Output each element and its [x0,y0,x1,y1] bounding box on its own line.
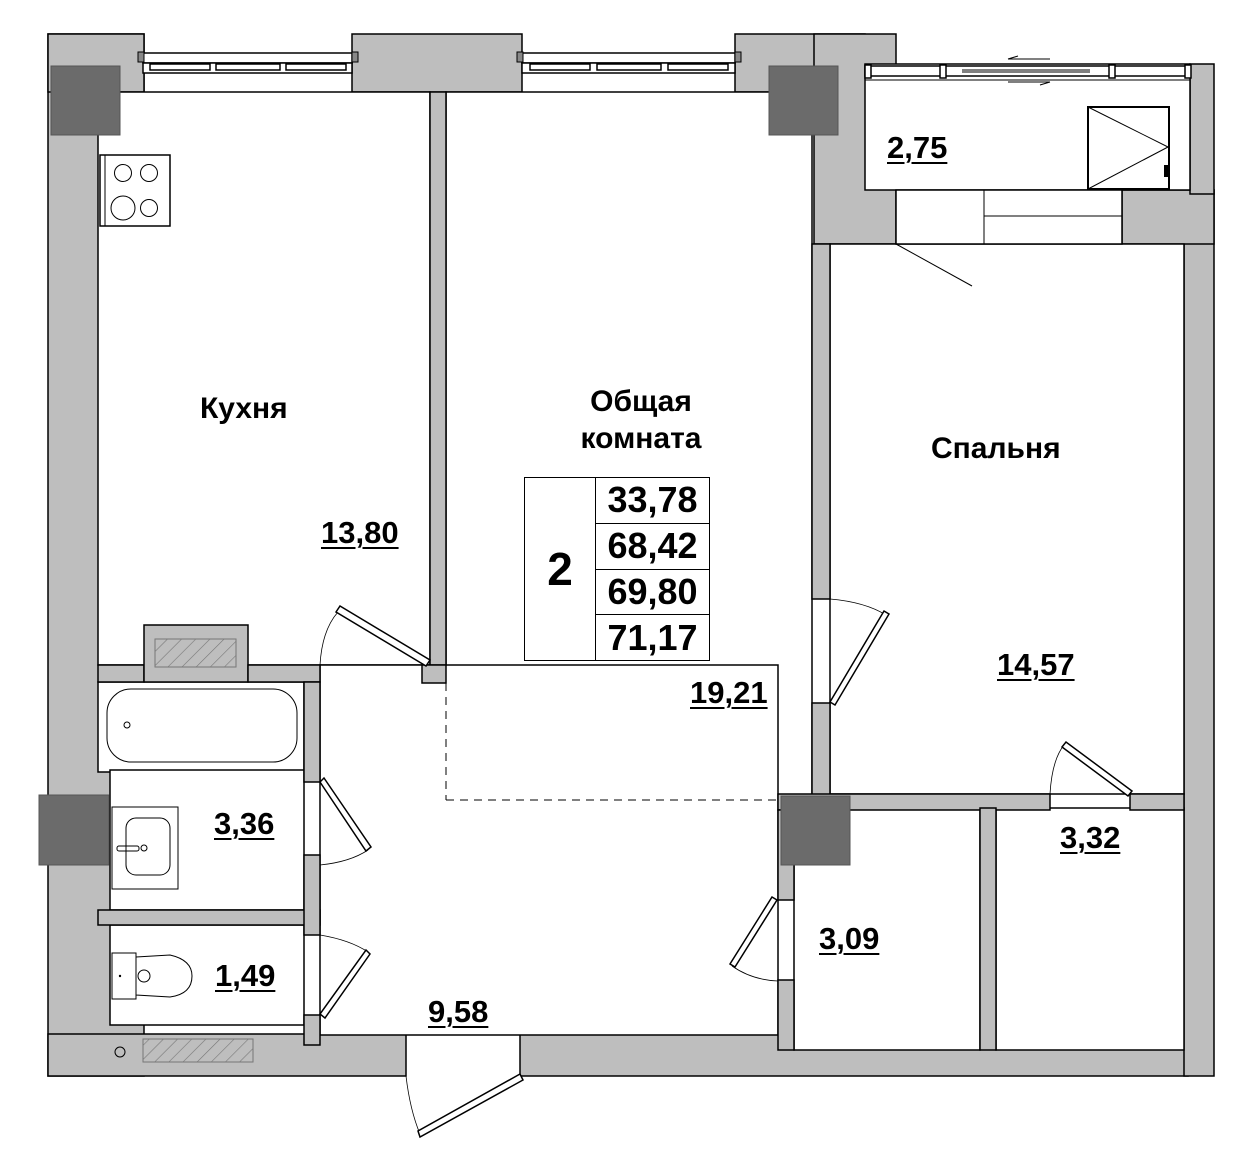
fixtures [99,106,1170,1063]
rooms [97,63,1191,1051]
room-area-bedroom: 14,57 [997,647,1075,682]
window-balcony-sliding [864,55,1192,86]
door-entrance [405,1072,524,1139]
balcony-door-opening [895,189,1123,245]
room-area-balcony: 2,75 [887,130,948,165]
slide-right-arrow-icon [1008,81,1051,86]
summary-area-with-balcony-reduced: 69,80 [596,570,709,616]
column-nw [50,65,121,136]
wall-east [1183,189,1215,1077]
room-area-living-room: 19,21 [690,675,768,710]
room-name-living-room: Общая комната [566,383,716,457]
room-name-living-line2: комната [580,422,702,455]
wall-balcony-right [1121,189,1215,245]
window-living [516,51,742,74]
bedroom-room [829,243,1185,795]
room-name-living-line1: Общая [590,385,692,418]
room-area-hallway: 9,58 [428,994,489,1029]
toilet-icon [111,952,193,1000]
door-storage-left [728,895,779,982]
ventilation-shaft-bath [142,1038,254,1063]
column-center [780,795,851,866]
summary-area-total: 68,42 [596,524,709,570]
summary-areas: 33,78 68,42 69,80 71,17 [596,478,709,660]
door-storage-right [1049,740,1134,798]
sink-icon [111,806,179,890]
column-w [38,794,110,866]
wall-north-mid [351,33,523,93]
rooms-count: 2 [525,478,596,660]
bathtub-icon [106,688,298,763]
summary-area-with-balcony-full: 71,17 [607,616,698,658]
columns [38,65,851,866]
door-bedroom [828,598,891,707]
windows [137,51,1192,86]
column-n [768,65,839,136]
room-area-storage-right: 3,32 [1060,820,1121,855]
bathroom-tub-zone [97,681,305,773]
room-name-kitchen: Кухня [200,392,288,425]
boiler-icon [1087,106,1170,190]
room-area-storage-left: 3,09 [819,921,880,956]
balcony-door-swing [895,243,973,287]
room-area-toilet: 1,49 [215,958,276,993]
toilet-room [109,924,305,1026]
window-kitchen [137,51,359,74]
bathroom-room [109,769,305,911]
hallway-room [319,664,779,1036]
room-name-bedroom: Спальня [931,432,1061,465]
slide-left-arrow-icon [1007,55,1050,60]
storage-right-room [995,807,1185,1051]
door-kitchen [319,604,432,668]
doors [318,598,1134,1139]
door-bathroom [319,776,373,866]
apartment-summary-box: 2 33,78 68,42 69,80 71,17 [524,477,710,661]
stove-icon [99,154,171,227]
door-toilet [318,934,371,1020]
room-area-kitchen: 13,80 [321,515,399,550]
summary-area-living: 33,78 [596,478,709,524]
room-area-bathroom: 3,36 [214,806,275,841]
ventilation-shaft-kitchen [154,638,237,668]
drain-icon [114,1046,126,1058]
